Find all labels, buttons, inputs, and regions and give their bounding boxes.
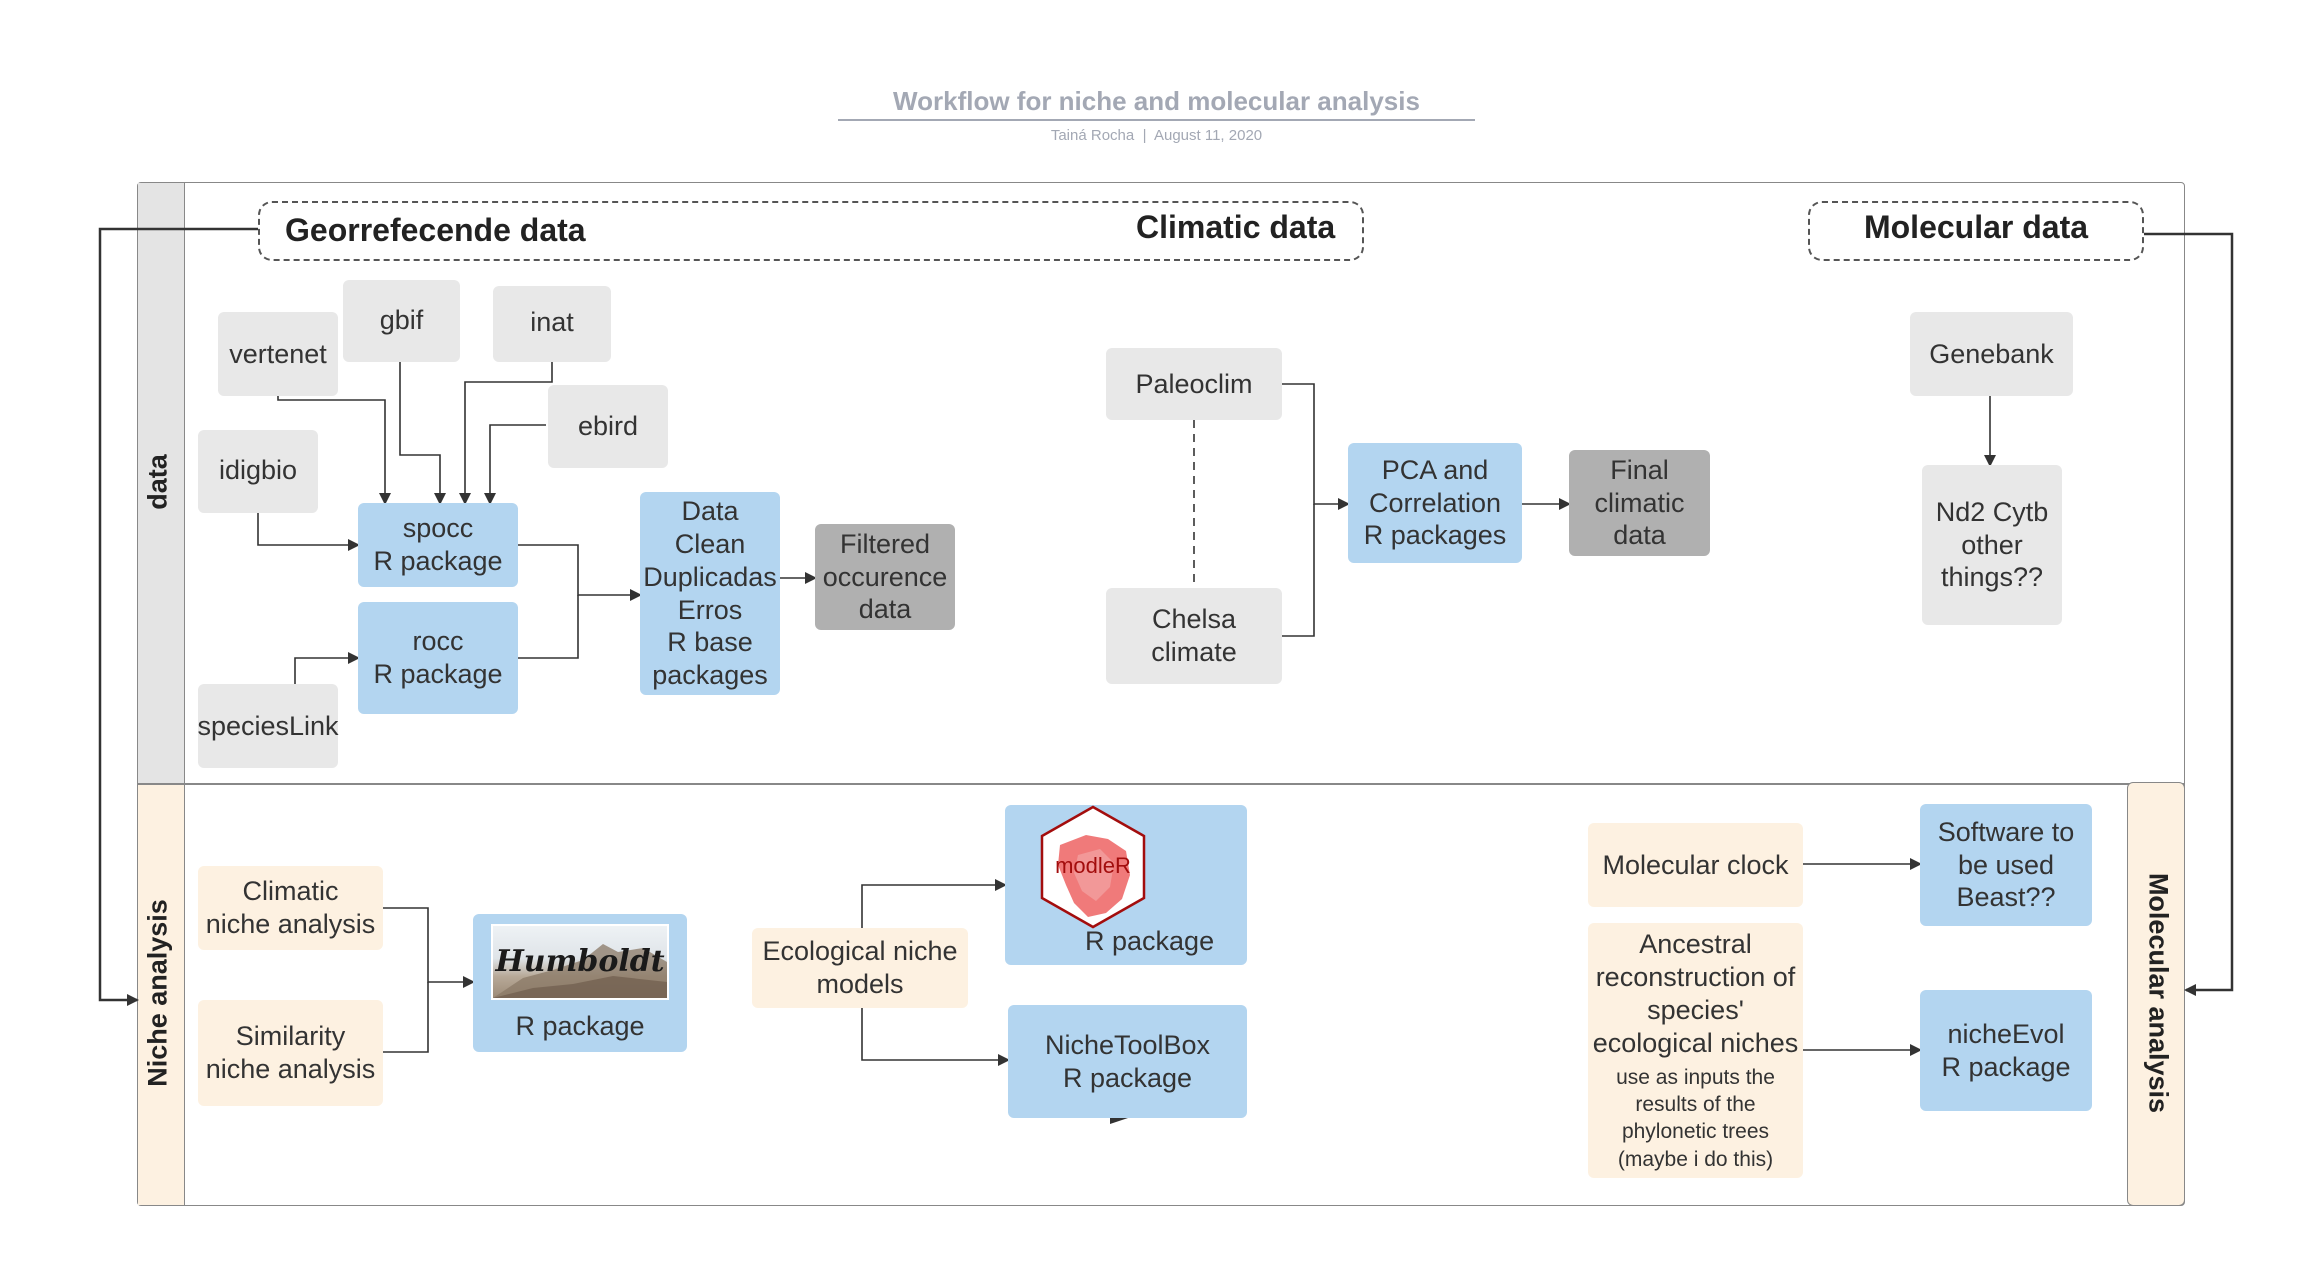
- lane-divider: [138, 783, 2184, 785]
- modler-logo-text: modleR: [1055, 853, 1131, 878]
- author-name: Tainá Rocha: [1050, 127, 1135, 144]
- humboldt-pkg-label: R package: [515, 1011, 645, 1041]
- lane-header-molecular: [2127, 782, 2185, 1206]
- mountain-icon: [493, 944, 667, 998]
- title-underline: [838, 119, 1475, 121]
- node-chelsa: Chelsa climate: [1106, 588, 1282, 684]
- node-ebird: ebird: [548, 385, 668, 468]
- group-molecular: [1808, 201, 2144, 261]
- node-modler: modleR R package: [1005, 805, 1247, 965]
- node-inat: inat: [493, 286, 611, 362]
- diagram-date: August 11, 2020: [1153, 127, 1263, 144]
- node-climatic-niche: Climatic niche analysis: [198, 866, 383, 950]
- node-genebank: Genebank: [1910, 312, 2073, 396]
- ancestral-title: Ancestral reconstruction of species' eco…: [1592, 929, 1799, 1058]
- node-molecular-clock: Molecular clock: [1588, 823, 1803, 907]
- lane-header-niche: [138, 785, 185, 1205]
- node-paleoclim: Paleoclim: [1106, 348, 1282, 420]
- node-final-climatic: Final climatic data: [1569, 450, 1710, 556]
- node-nichetoolbox: NicheToolBox R package: [1008, 1005, 1247, 1118]
- group-georef-climatic: [258, 201, 1364, 261]
- node-ancestral-reconstruction: Ancestral reconstruction of species' eco…: [1588, 923, 1803, 1178]
- node-idigbio: idigbio: [198, 430, 318, 513]
- humboldt-logo-text: Humboldt: [495, 944, 665, 979]
- node-pca-correlation: PCA and Correlation R packages: [1348, 443, 1522, 563]
- node-vertenet: vertenet: [218, 312, 338, 396]
- node-ecological-niche-models: Ecological niche models: [752, 928, 968, 1008]
- node-specieslink: speciesLink: [197, 684, 339, 768]
- node-filtered-occurrence: Filtered occurence data: [815, 524, 955, 630]
- diagram-subtitle: Tainá Rocha | August 11, 2020: [1050, 127, 1263, 144]
- node-data-clean: Data Clean Duplicadas Erros R base packa…: [640, 492, 780, 695]
- lane-header-data: [138, 183, 185, 783]
- node-rocc: rocc R package: [358, 602, 518, 714]
- node-gbif: gbif: [343, 280, 460, 362]
- modler-pkg-label: R package: [1085, 926, 1215, 956]
- group-label-climatic: Climatic data: [1136, 209, 1336, 245]
- node-humboldt: Humboldt R package: [473, 914, 687, 1052]
- node-spocc: spocc R package: [358, 503, 518, 587]
- group-label-georef: Georrefecende data: [285, 212, 586, 248]
- swimlane-container: [137, 182, 2185, 1206]
- node-similarity-niche: Similarity niche analysis: [198, 1000, 383, 1106]
- humboldt-logo-image: Humboldt: [491, 924, 669, 1000]
- group-label-molecular: Molecular data: [1863, 209, 2089, 245]
- node-nd2-cytb: Nd2 Cytb other things??: [1922, 465, 2062, 625]
- modler-logo-icon: modleR: [1040, 805, 1146, 929]
- ancestral-note: use as inputs the results of the phylone…: [1616, 1065, 1775, 1171]
- node-software-beast: Software to be used Beast??: [1920, 804, 2092, 926]
- diagram-title: Workflow for niche and molecular analysi…: [893, 86, 1420, 116]
- node-nicheevol: nicheEvol R package: [1920, 990, 2092, 1111]
